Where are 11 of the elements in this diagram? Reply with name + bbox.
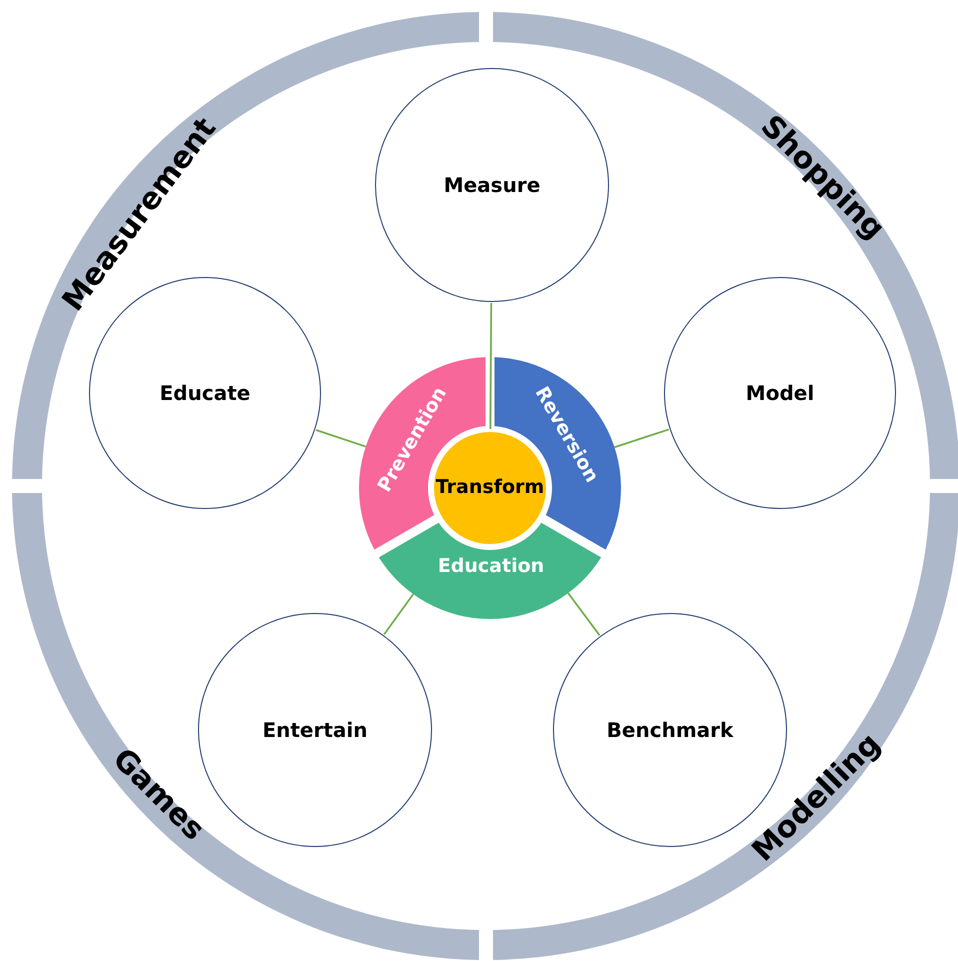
node-label: Benchmark [606, 718, 734, 742]
connector-line [316, 429, 366, 448]
connector-line [567, 592, 600, 636]
node-label: Model [746, 382, 814, 404]
connector-line [383, 594, 414, 635]
connector-line [490, 302, 492, 429]
connector-line [614, 428, 670, 448]
node-label: Measure [444, 174, 540, 196]
segment-label: Education [438, 556, 544, 578]
node-label: Educate [160, 382, 250, 404]
node-label: Entertain [262, 718, 368, 742]
